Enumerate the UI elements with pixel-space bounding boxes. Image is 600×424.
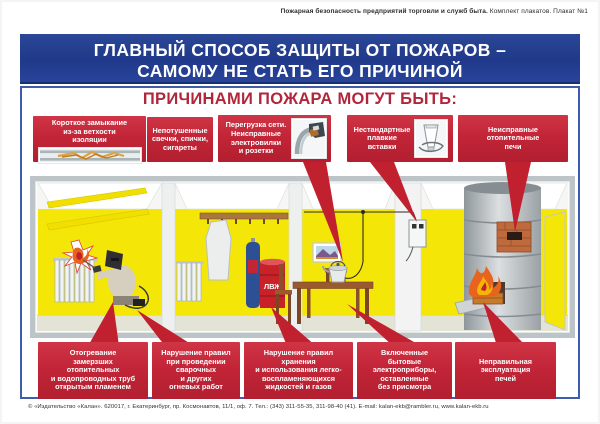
pointer-arrow-stove-bottom	[483, 302, 526, 346]
caption-plate-number: Комплект плакатов. Плакат №1	[487, 8, 588, 15]
cause-text: Перегрузка сети. Неисправные электровилк…	[225, 120, 287, 156]
picture-frame-icon	[312, 242, 342, 263]
frayed-wires-icon	[37, 146, 142, 164]
cause-text: Нарушение правил при проведении сварочны…	[161, 347, 231, 392]
barrel-label: ЛВЖ	[264, 282, 281, 291]
cause-text: Короткое замыкание из-за ветхости изоляц…	[51, 118, 128, 145]
shelf-icon	[46, 187, 148, 209]
pointer-arrow-welding	[137, 310, 194, 346]
cause-box-unattended-appliances: Включенные бытовые электроприборы, остав…	[357, 342, 452, 399]
pointer-arrow-fuse	[370, 162, 417, 222]
cause-box-short-circuit: Короткое замыкание из-за ветхости изоляц…	[33, 116, 146, 164]
cause-text: Непотушенные свечки, спички, сигареты	[151, 125, 209, 152]
ceiling	[174, 182, 290, 210]
chair-icon	[275, 264, 292, 324]
scene-illustration: ЛВЖ	[30, 162, 575, 346]
poster-series-caption: Пожарная безопасность предприятий торгов…	[281, 8, 588, 15]
poster-title-line2: САМОМУ НЕ СТАТЬ ЕГО ПРИЧИНОЙ	[137, 61, 463, 82]
welder-figure	[82, 250, 150, 309]
cause-text: Включенные бытовые электроприборы, остав…	[372, 347, 437, 392]
cause-box-stove-misuse: Неправильная эксплуатация печей	[455, 342, 556, 399]
cause-box-cigarettes: Непотушенные свечки, спички, сигареты	[147, 117, 213, 162]
cause-box-overload: Перегрузка сети. Неисправные электровилк…	[218, 115, 331, 162]
pointer-arrow-stove-top	[505, 162, 531, 232]
cause-text: Неисправные отопительные печи	[486, 124, 540, 151]
cause-box-welding-works: Нарушение правил при проведении сварочны…	[152, 342, 240, 399]
pointer-arrow-thawing	[88, 302, 119, 346]
flame-burst-icon	[61, 239, 99, 275]
shelf-icon	[46, 208, 150, 231]
cause-box-faulty-stoves: Неисправные отопительные печи	[458, 115, 568, 162]
cause-box-fuse-inserts: Нестандартные плавкие вставки	[347, 115, 453, 162]
firebox-fire-icon	[454, 266, 505, 315]
open-door-icon	[544, 211, 566, 331]
caption-series-title: Пожарная безопасность предприятий торгов…	[280, 8, 488, 15]
kettle-icon	[322, 260, 364, 283]
radiator-icon	[176, 261, 204, 302]
cause-text: Нарушение правил хранения и использовани…	[255, 347, 342, 392]
publisher-footer: © «Издательство «Калан». 620017, г. Екат…	[28, 404, 489, 410]
cause-text: Отогревание замерзших отопительных и вод…	[50, 347, 136, 392]
burnt-plug-photo	[291, 118, 327, 159]
cause-text: Неправильная эксплуатация печей	[478, 356, 533, 383]
pointer-arrow-overload	[303, 162, 343, 262]
cause-box-flammable-storage: Нарушение правил хранения и использовани…	[244, 342, 353, 399]
causes-heading: ПРИЧИНАМИ ПОЖАРА МОГУТ БЫТЬ:	[142, 90, 458, 108]
pointer-arrow-flammables	[271, 307, 316, 346]
cause-box-thawing-pipes: Отогревание замерзших отопительных и вод…	[38, 342, 148, 399]
partition	[161, 182, 176, 332]
cause-text: Нестандартные плавкие вставки	[353, 124, 411, 151]
pointer-arrow-appliances	[347, 304, 421, 346]
fuse-insert-icon	[414, 119, 448, 158]
title-band: ГЛАВНЫЙ СПОСОБ ЗАЩИТЫ ОТ ПОЖАРОВ – САМОМ…	[20, 34, 580, 84]
electrical-panel-icon	[405, 219, 427, 262]
brick-patch-icon	[496, 221, 532, 253]
gas-cylinder-icon	[246, 238, 260, 308]
hanging-coat-icon	[205, 219, 232, 281]
poster-title-line1: ГЛАВНЫЙ СПОСОБ ЗАЩИТЫ ОТ ПОЖАРОВ –	[93, 40, 507, 60]
